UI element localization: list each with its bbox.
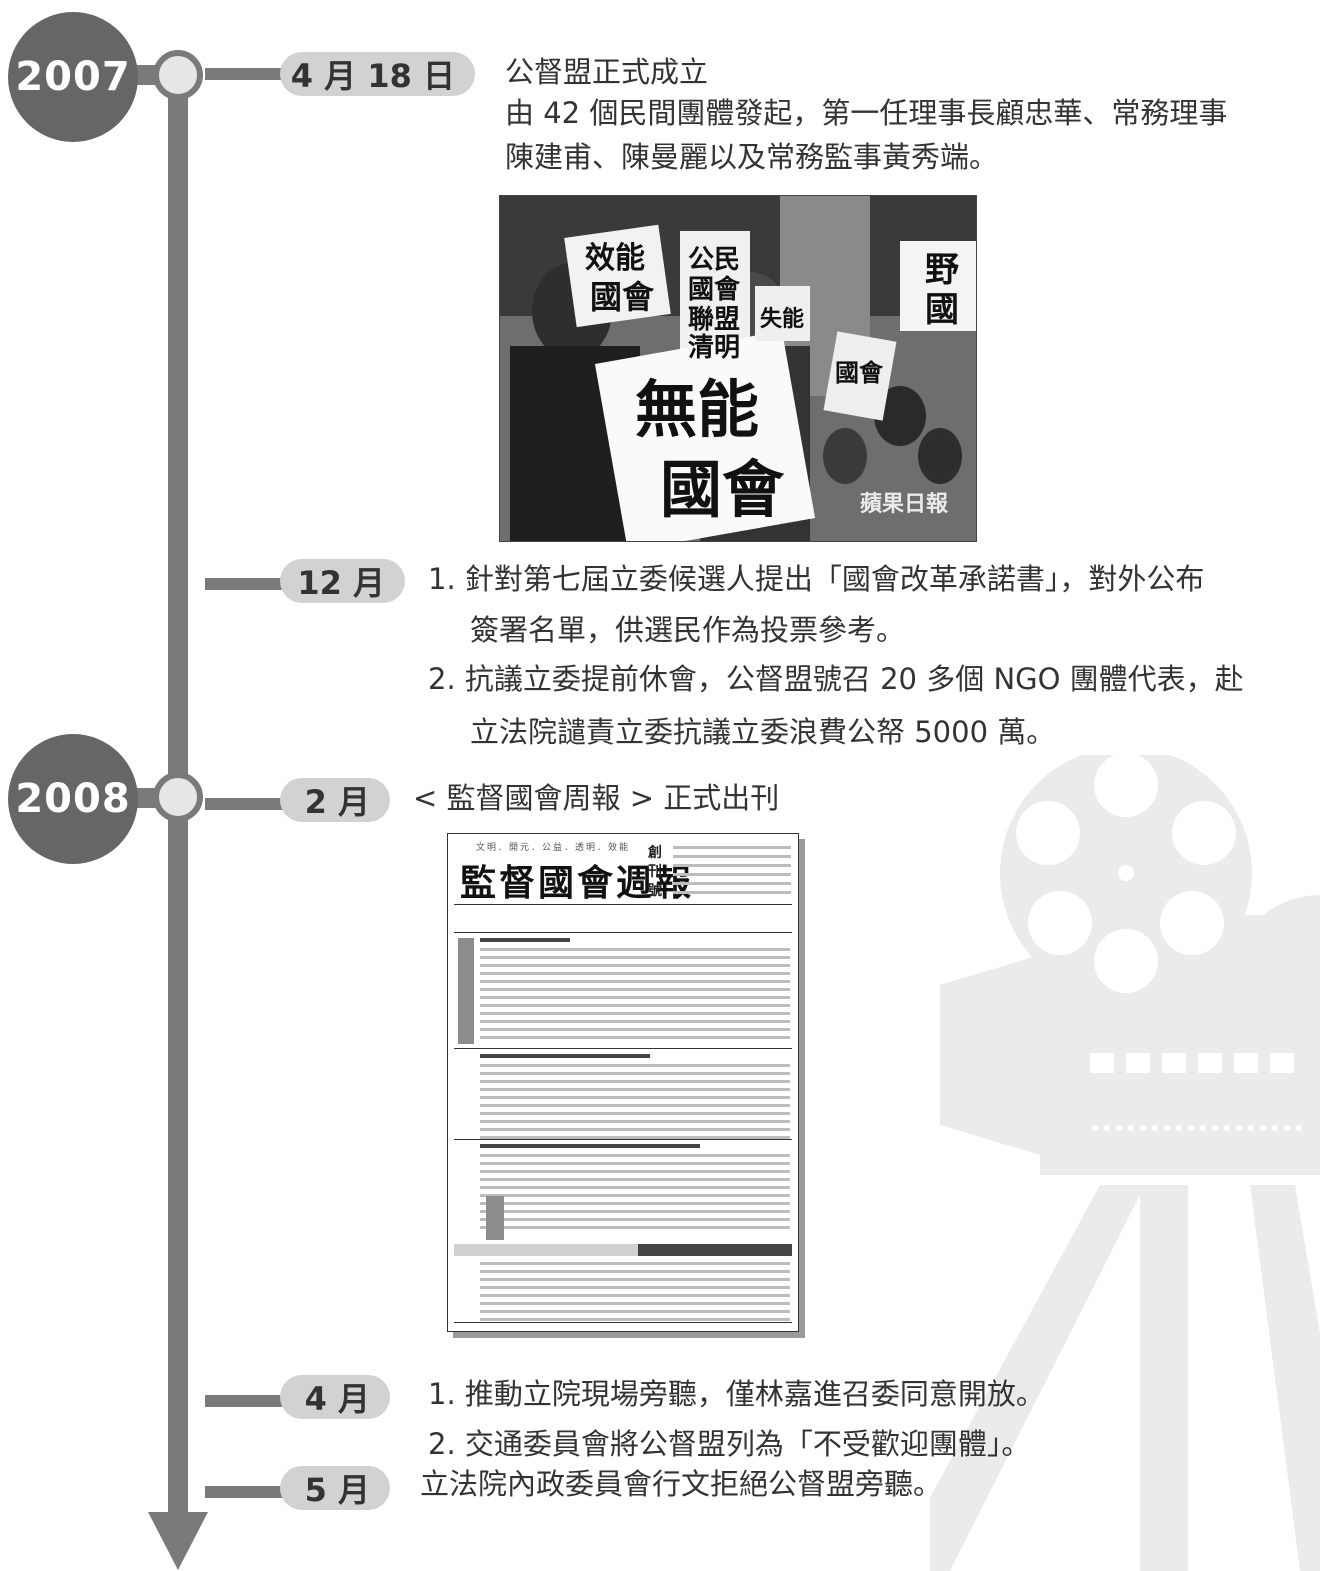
entry-text: 立法院譴責立委抗議立委浪費公帑 5000 萬。 [470,715,1056,749]
year-circle: 2007 [8,12,138,142]
sign-text: 清明 [688,333,740,363]
year-label: 2007 [15,54,131,100]
entry-title: 公督盟正式成立 [505,55,709,89]
newspaper-issue: 創刊號 [648,845,662,899]
date-label: 4 月 [304,1380,370,1418]
entry-branch [205,1395,295,1407]
date-pill: 12 月 [280,559,405,603]
newspaper-info-block [673,846,791,900]
entry-text: 簽署名單，供選民作為投票參考。 [470,613,906,647]
entry-text: 陳建甫、陳曼麗以及常務監事黃秀端。 [505,140,999,174]
entry-text: 1. 針對第七屆立委候選人提出「國會改革承諾書」，對外公布 [428,562,1205,596]
date-pill: 5 月 [280,1466,390,1510]
sign-text: 國會 [660,453,785,526]
sign-text: 國會 [835,358,884,387]
entry-text: 2. 抗議立委提前休會，公督盟號召 20 多個 NGO 團體代表，赴 [428,662,1244,696]
newspaper-article [480,938,790,1044]
year-label: 2008 [15,776,131,822]
entry-branch [205,798,295,810]
date-pill: 4 月 [280,1375,390,1419]
entry-text: 由 42 個民間團體發起，第一任理事長顧忠華、常務理事 [505,96,1228,130]
sign-text: 國 [925,290,959,330]
sign-text: 失能 [760,306,804,332]
timeline-arrow-down-icon [148,1512,208,1570]
sign-text: 國會 [688,274,741,305]
date-label: 12 月 [297,564,385,602]
date-label: 2 月 [304,783,370,821]
date-label: 4 月 18 日 [290,57,455,95]
film-projector-illustration [930,755,1320,1571]
protest-photo-image: 效能 國會 公民 國會 聯盟 清明 無能 國會 失能 國會 野 國 蘋果日報 [500,196,976,541]
sign-text: 野 [925,250,959,290]
sign-text: 聯盟 [688,305,740,335]
protest-photo: 效能 國會 公民 國會 聯盟 清明 無能 國會 失能 國會 野 國 蘋果日報 [499,195,977,542]
entry-branch [205,578,295,590]
date-pill: 2 月 [280,778,390,822]
newspaper-front-page: 文明．開元．公益．透明．效能 監督國會週報 創刊號 [447,833,799,1332]
date-pill: 4 月 18 日 [280,52,475,96]
sign-text: 無能 [635,373,759,446]
date-label: 5 月 [304,1471,370,1509]
photo-watermark: 蘋果日報 [860,491,949,517]
sign-text: 公民 [688,245,740,275]
entry-text: 立法院內政委員會行文拒絕公督盟旁聽。 [420,1467,943,1501]
entry-text: 1. 推動立院現場旁聽，僅林嘉進召委同意開放。 [428,1377,1045,1411]
newspaper-motto: 文明．開元．公益．透明．效能 [475,843,630,853]
entry-branch [205,68,295,80]
sign-text: 效能 [585,241,645,276]
newspaper-article [480,1262,790,1326]
sign-text: 國會 [590,278,655,316]
entry-title: < 監督國會周報 > 正式出刊 [413,781,780,815]
newspaper-article [480,1054,790,1144]
newspaper-article [480,1144,790,1234]
newspaper-title: 監督國會週報 [460,862,695,904]
timeline-node [153,50,203,100]
timeline-node [153,772,203,822]
entry-text: 2. 交通委員會將公督盟列為「不受歡迎團體」。 [428,1427,1031,1461]
entry-branch [205,1486,295,1498]
year-circle: 2008 [8,734,138,864]
